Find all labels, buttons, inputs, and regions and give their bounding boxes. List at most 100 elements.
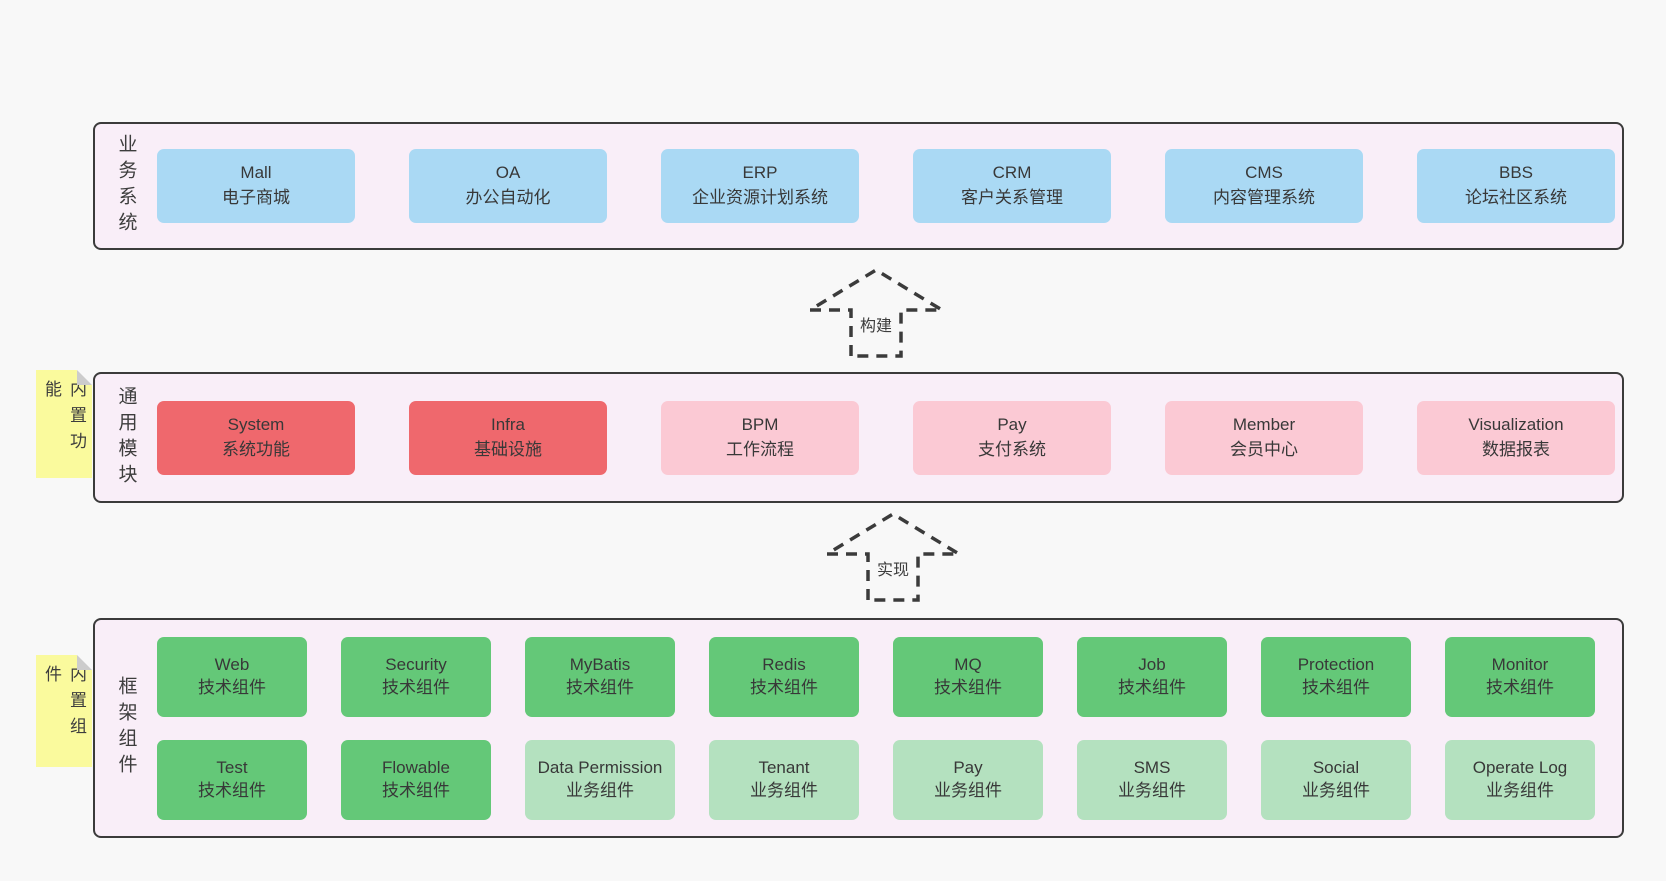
box-title: Operate Log	[1472, 757, 1568, 777]
layer-label-text: 业务系统	[115, 134, 137, 238]
box-subtitle: 系统功能	[222, 439, 290, 459]
layer-side-label: 业务系统	[95, 124, 157, 248]
box-subtitle: 业务组件	[1118, 780, 1186, 800]
sticky-note-builtin-features: 内置功能	[36, 370, 92, 478]
box-title: Test	[216, 757, 248, 777]
box-title: Flowable	[381, 757, 451, 777]
diagram-box-bpm: BPM 工作流程	[661, 400, 859, 475]
box-title: MyBatis	[569, 654, 631, 674]
arrow-label: 实现	[872, 554, 914, 582]
diagram-box-crm: CRM 客户关系管理	[913, 149, 1111, 223]
diagram-box-member: Member 会员中心	[1165, 400, 1363, 475]
box-title: Tenant	[758, 757, 810, 777]
diagram-box-system: System 系统功能	[157, 400, 355, 475]
box-title: Security	[385, 654, 447, 674]
diagram-box-web: Web 技术组件	[157, 636, 307, 717]
diagram-box-job: Job 技术组件	[1077, 636, 1227, 717]
box-subtitle: 客户关系管理	[961, 188, 1063, 207]
box-title: Mall	[240, 163, 272, 183]
diagram-box-test: Test 技术组件	[157, 739, 307, 820]
layer-label-text: 通用模块	[115, 385, 137, 490]
box-subtitle: 业务组件	[750, 780, 818, 800]
box-subtitle: 技术组件	[934, 677, 1002, 697]
box-title: Web	[214, 654, 250, 674]
diagram-box-redis: Redis 技术组件	[709, 636, 859, 717]
box-subtitle: 技术组件	[1486, 677, 1554, 697]
box-subtitle: 基础设施	[474, 439, 542, 459]
box-title: Social	[1312, 757, 1360, 777]
box-title: Infra	[490, 414, 526, 434]
box-subtitle: 技术组件	[198, 780, 266, 800]
diagram-box-protection: Protection 技术组件	[1261, 636, 1411, 717]
box-title: System	[227, 414, 285, 434]
box-subtitle: 技术组件	[750, 677, 818, 697]
diagram-box-mall: Mall 电子商城	[157, 149, 355, 223]
sticky-note-text: 内置功能	[42, 380, 86, 458]
box-subtitle: 电子商城	[222, 188, 290, 207]
diagram-box-bbs: BBS 论坛社区系统	[1417, 149, 1615, 223]
diagram-box-monitor: Monitor 技术组件	[1445, 636, 1595, 717]
layer-label-text: 框架组件	[115, 676, 137, 780]
layer-side-label: 通用模块	[95, 374, 157, 501]
diagram-box-pay: Pay 支付系统	[913, 400, 1111, 475]
box-title: Member	[1232, 414, 1296, 434]
box-title: Visualization	[1468, 414, 1564, 434]
box-subtitle: 业务组件	[934, 780, 1002, 800]
diagram-box-mq: MQ 技术组件	[893, 636, 1043, 717]
box-subtitle: 办公自动化	[465, 188, 551, 207]
diagram-box-visualization: Visualization 数据报表	[1417, 400, 1615, 475]
layer-common-modules: 通用模块 System 系统功能 Infra 基础设施 BPM 工作流程 Pay 支付系统 Me…	[93, 372, 1624, 503]
box-title: Pay	[997, 414, 1027, 434]
box-title: OA	[495, 163, 521, 183]
dashed-up-arrow-build: 构建	[806, 266, 946, 358]
box-subtitle: 技术组件	[1118, 677, 1186, 697]
box-title: Monitor	[1491, 654, 1549, 674]
box-subtitle: 业务组件	[566, 780, 634, 800]
box-title: ERP	[742, 163, 778, 183]
diagram-box-social: Social 业务组件	[1261, 739, 1411, 820]
box-title: CMS	[1245, 163, 1283, 183]
module-boxes: System 系统功能 Infra 基础设施 BPM 工作流程 Pay 支付系统 Member 会…	[157, 374, 1630, 501]
box-subtitle: 内容管理系统	[1213, 188, 1315, 207]
box-subtitle: 技术组件	[566, 677, 634, 697]
box-title: MQ	[954, 654, 982, 674]
sticky-note-builtin-components: 内置组件	[36, 655, 92, 767]
dashed-up-arrow-implement: 实现	[823, 510, 963, 602]
box-subtitle: 论坛社区系统	[1465, 188, 1567, 207]
box-title: Redis	[762, 654, 806, 674]
diagram-box-cms: CMS 内容管理系统	[1165, 149, 1363, 223]
box-subtitle: 技术组件	[382, 677, 450, 697]
diagram-box-sms: SMS 业务组件	[1077, 739, 1227, 820]
diagram-box-mybatis: MyBatis 技术组件	[525, 636, 675, 717]
diagram-box-tenant: Tenant 业务组件	[709, 739, 859, 820]
arrow-label: 构建	[855, 310, 897, 338]
box-subtitle: 支付系统	[978, 439, 1046, 459]
box-title: CRM	[992, 163, 1032, 183]
diagram-box-flowable: Flowable 技术组件	[341, 739, 491, 820]
diagram-box-security: Security 技术组件	[341, 636, 491, 717]
box-subtitle: 会员中心	[1230, 439, 1298, 459]
diagram-box-oa: OA 办公自动化	[409, 149, 607, 223]
diagram-box-operate-log: Operate Log 业务组件	[1445, 739, 1595, 820]
box-subtitle: 数据报表	[1482, 439, 1550, 459]
box-title: BPM	[741, 414, 779, 434]
sticky-note-text: 内置组件	[42, 665, 86, 743]
box-subtitle: 技术组件	[382, 780, 450, 800]
box-subtitle: 技术组件	[1302, 677, 1370, 697]
box-title: BBS	[1498, 163, 1534, 183]
box-subtitle: 业务组件	[1302, 780, 1370, 800]
box-subtitle: 业务组件	[1486, 780, 1554, 800]
box-subtitle: 技术组件	[198, 677, 266, 697]
box-subtitle: 工作流程	[726, 439, 794, 459]
box-title: SMS	[1133, 757, 1171, 777]
box-title: Job	[1138, 654, 1166, 674]
box-title: Protection	[1297, 654, 1375, 674]
